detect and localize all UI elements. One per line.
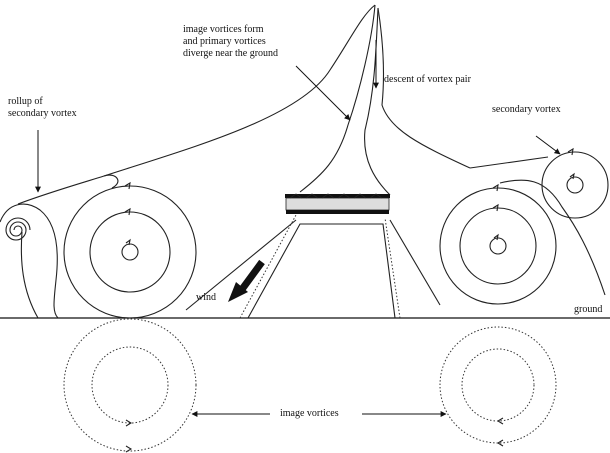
label-image-vortices-form: image vortices form and primary vortices… xyxy=(183,24,279,59)
arrow-image-form xyxy=(295,65,351,121)
left-image-vortex xyxy=(63,318,197,453)
label-secondary-vortex: secondary vortex xyxy=(492,104,561,115)
right-primary-vortex xyxy=(439,183,557,305)
label-descent: descent of vortex pair xyxy=(384,74,471,85)
wind-arrow-icon xyxy=(228,259,265,302)
right-secondary-vortex xyxy=(469,147,609,296)
label-rollup: rollup of secondary vortex xyxy=(8,96,77,119)
label-wind: wind xyxy=(196,292,216,303)
left-secondary-rollup xyxy=(0,174,119,319)
left-primary-vortex xyxy=(63,181,197,319)
arrow-secondary xyxy=(535,135,561,155)
label-ground: ground xyxy=(574,304,603,315)
right-image-vortex xyxy=(439,326,557,447)
aircraft-block xyxy=(285,193,390,214)
label-image-vortices: image vortices xyxy=(280,408,339,419)
central-plume xyxy=(103,4,471,319)
